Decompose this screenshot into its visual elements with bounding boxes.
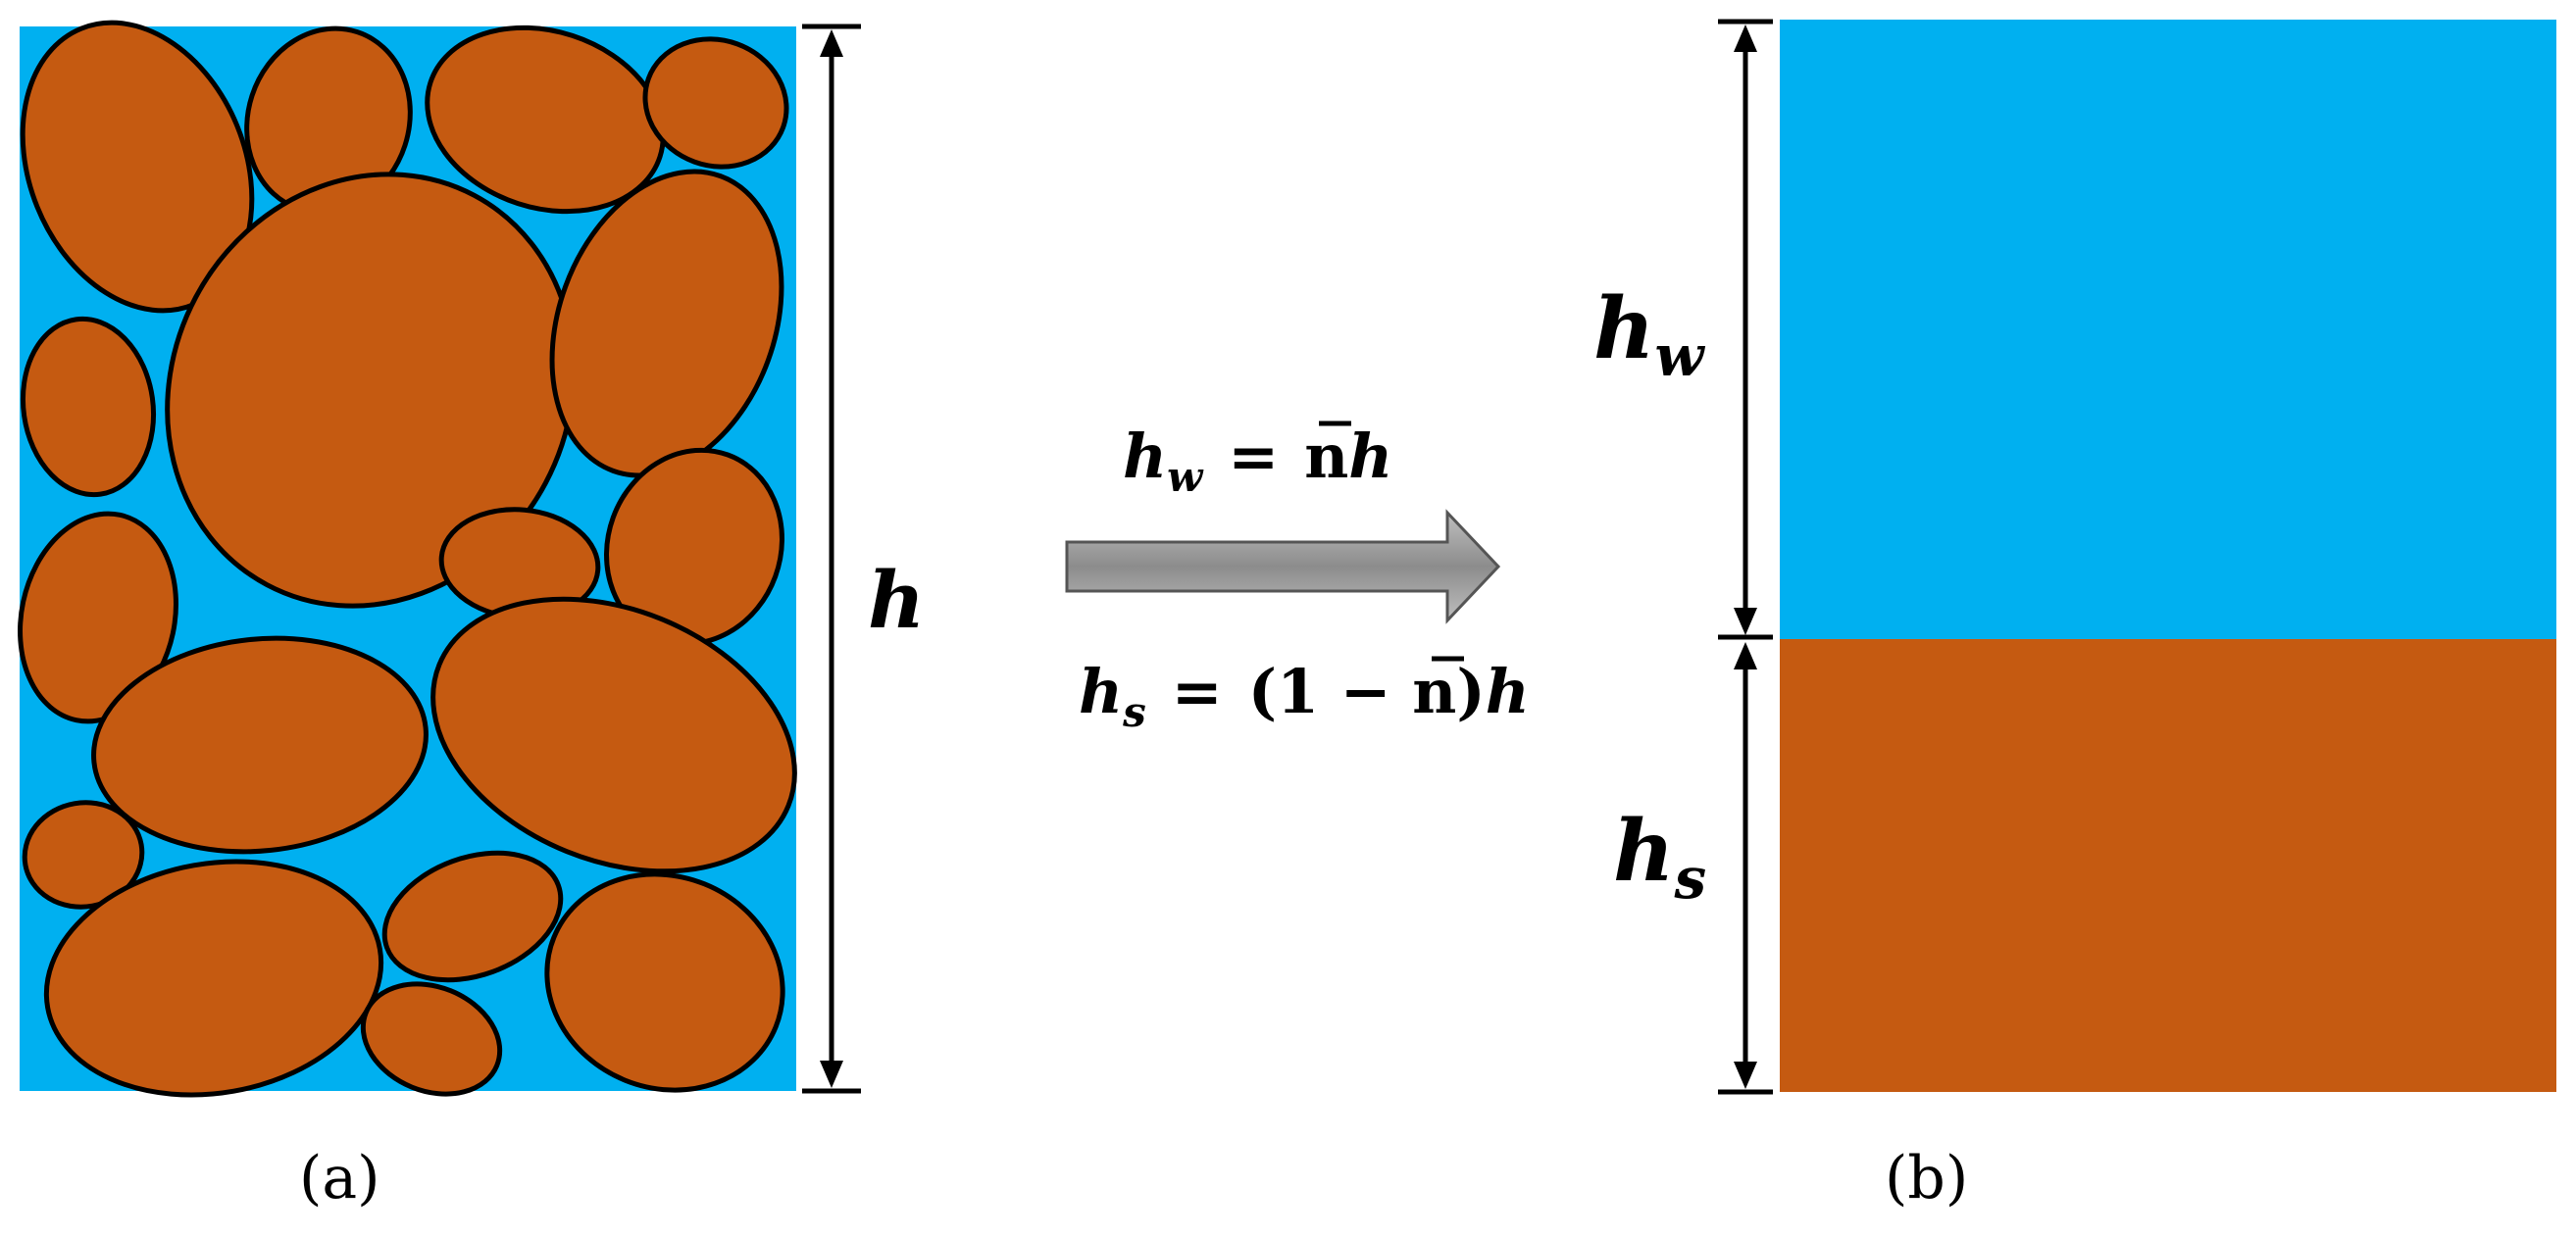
equation-water-height: hw=nh <box>1123 421 1392 501</box>
eq-soil-close: ) <box>1456 656 1485 727</box>
soil-particle <box>20 316 157 498</box>
eq-water-lhs-sub: w <box>1167 453 1204 501</box>
eq-soil-h: h <box>1486 656 1530 727</box>
water-height-dimension <box>1718 19 1773 640</box>
soil-particle <box>165 172 577 609</box>
soil-label-sub: s <box>1674 845 1707 912</box>
water-label-sub: w <box>1655 322 1706 389</box>
soil-particle <box>430 596 797 874</box>
caption-b: (b) <box>1885 1144 1968 1213</box>
transformation: hw=nh hs=(1 − n)h <box>1065 421 1530 736</box>
eq-water-h: h <box>1348 421 1392 492</box>
soil-particle <box>360 981 503 1097</box>
panel-a: h (a) <box>18 20 925 1213</box>
soil-particle <box>425 25 666 215</box>
water-height-label: hw <box>1593 279 1706 389</box>
soil-particle <box>91 635 429 855</box>
soil-particle <box>381 850 564 983</box>
soil-particle <box>549 169 784 478</box>
eq-water-nbar: n <box>1304 421 1348 492</box>
eq-soil-nbar: n <box>1412 656 1456 727</box>
eq-soil-equals: = <box>1172 656 1223 727</box>
equation-soil-height: hs=(1 − n)h <box>1079 656 1530 736</box>
caption-a: (a) <box>299 1144 380 1213</box>
eq-water-lhs: h <box>1123 421 1167 492</box>
height-label-a: h <box>868 554 925 646</box>
panel-b: hw hs (b) <box>1593 19 2556 1213</box>
soil-particle <box>43 859 384 1098</box>
soil-layer <box>1780 639 2556 1092</box>
soil-particles <box>18 20 797 1098</box>
soil-particle <box>642 36 789 170</box>
water-layer <box>1780 20 2556 639</box>
eq-soil-lhs: h <box>1079 656 1123 727</box>
soil-height-dimension <box>1718 642 1773 1095</box>
height-dimension-a <box>802 24 861 1094</box>
eq-soil-open: (1 − <box>1248 656 1413 727</box>
water-label-base: h <box>1593 279 1655 378</box>
soil-label-base: h <box>1613 802 1675 901</box>
eq-water-equals: = <box>1228 421 1279 492</box>
soil-height-label: hs <box>1613 802 1706 912</box>
soil-particle <box>18 511 178 724</box>
right-arrow-icon <box>1065 509 1501 624</box>
eq-soil-lhs-sub: s <box>1122 688 1146 736</box>
soil-particle <box>544 871 785 1093</box>
soil-particle <box>22 800 145 910</box>
